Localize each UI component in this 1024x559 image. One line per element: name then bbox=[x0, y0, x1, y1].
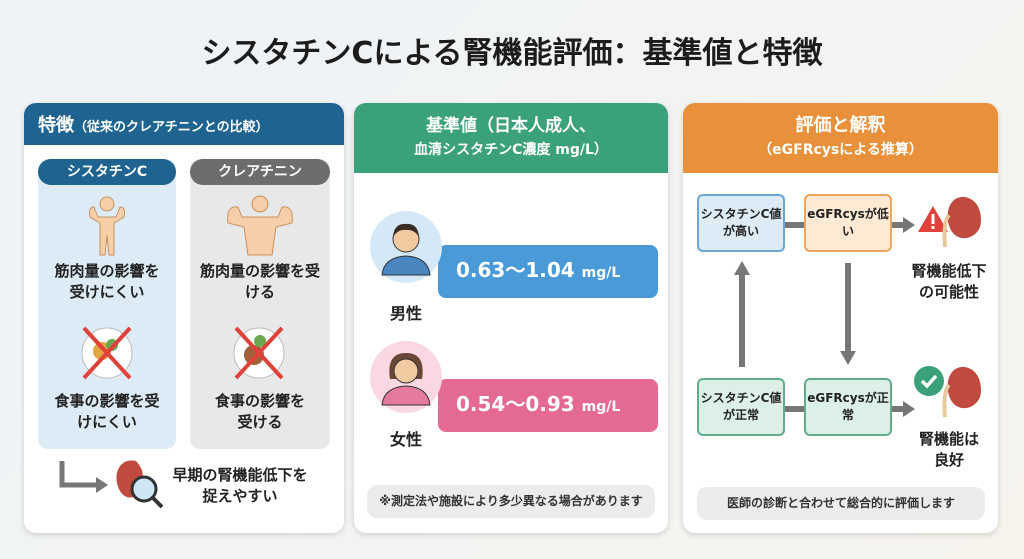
creatinine-muscle-text: 筋肉量の影響を受ける bbox=[200, 262, 321, 301]
conclusion-text: 早期の腎機能低下を捉えやすい bbox=[172, 466, 308, 505]
female-avatar-icon bbox=[370, 341, 442, 413]
good-text: 腎機能は良好 bbox=[919, 430, 980, 469]
male-range: 0.63〜1.04 bbox=[456, 258, 575, 282]
connector bbox=[783, 222, 805, 228]
features-heading: 特徴 bbox=[38, 115, 74, 136]
cystatin-diet-text: 食事の影響を受けにくい bbox=[54, 392, 160, 431]
arrow-right-head bbox=[903, 217, 915, 233]
muscular-body-icon bbox=[227, 195, 293, 256]
female-range: 0.54〜0.93 bbox=[456, 392, 575, 416]
male-unit: mg/L bbox=[581, 265, 621, 281]
evaluation-heading: 評価と解釈 bbox=[795, 115, 886, 136]
reference-heading-line2: 血清シスタチンC濃度 mg/L） bbox=[414, 142, 608, 158]
features-heading-sub: （従来のクレアチニンとの比較） bbox=[74, 120, 269, 135]
creatinine-label: クレアチニン bbox=[190, 159, 330, 185]
evaluation-panel: 評価と解釈 （eGFRcysによる推算） シスタチンC値が高い eGFRcysが… bbox=[683, 103, 998, 533]
cystatin-label: シスタチンC bbox=[38, 159, 176, 185]
cystatin-muscle-text: 筋肉量の影響を受けにくい bbox=[54, 262, 160, 301]
arrow-down bbox=[845, 263, 851, 353]
kidney-icon bbox=[942, 366, 981, 418]
female-range-bar: 0.54〜0.93 mg/L bbox=[438, 379, 658, 432]
elbow-arrow-icon bbox=[59, 461, 108, 493]
arrow-right bbox=[891, 222, 905, 228]
slim-body-icon bbox=[89, 196, 125, 256]
creatinine-diet-text: 食事の影響を受ける bbox=[214, 392, 305, 431]
evaluation-header: 評価と解釈 （eGFRcysによる推算） bbox=[683, 103, 998, 173]
reference-panel: 基準値（日本人成人、 血清シスタチンC濃度 mg/L） 0.63〜1.04 mg… bbox=[354, 103, 668, 533]
arrow-down-head bbox=[840, 351, 856, 365]
low-egfr-box: eGFRcysが低い bbox=[804, 194, 892, 252]
connector bbox=[783, 406, 805, 412]
page-title: シスタチンCによる腎機能評価：基準値と特徴 bbox=[201, 36, 823, 71]
features-panel: 特徴（従来のクレアチニンとの比較） シスタチンC クレアチニン 筋肉量の影響を受… bbox=[24, 103, 344, 533]
normal-egfr-box: eGFRcysが正常 bbox=[804, 378, 892, 436]
decline-text: 腎機能低下の可能性 bbox=[911, 262, 987, 301]
evaluation-heading-sub: （eGFRcysによる推算） bbox=[758, 142, 923, 158]
arrow-up-head bbox=[734, 261, 750, 275]
kidney-icon bbox=[942, 196, 981, 248]
crossed-meal-icon bbox=[81, 326, 133, 380]
female-unit: mg/L bbox=[581, 399, 621, 415]
kidney-magnifier-icon bbox=[116, 460, 164, 509]
high-cystatin-box: シスタチンC値が高い bbox=[697, 194, 785, 252]
check-icon bbox=[914, 366, 944, 396]
reference-heading-line1: 基準値（日本人成人、 bbox=[426, 116, 596, 136]
male-label: 男性 bbox=[389, 304, 422, 323]
arrow-up bbox=[739, 275, 745, 367]
features-header: 特徴（従来のクレアチニンとの比較） bbox=[24, 103, 344, 145]
normal-cystatin-box: シスタチンC値が正常 bbox=[697, 378, 785, 436]
arrow-right bbox=[891, 406, 905, 412]
male-avatar-icon bbox=[370, 211, 442, 283]
crossed-meal-icon bbox=[233, 326, 285, 380]
reference-note: ※測定法や施設により多少異なる場合があります bbox=[367, 485, 655, 518]
male-range-bar: 0.63〜1.04 mg/L bbox=[438, 245, 658, 298]
arrow-right-head bbox=[903, 401, 915, 417]
warning-icon bbox=[918, 206, 948, 232]
reference-header: 基準値（日本人成人、 血清シスタチンC濃度 mg/L） bbox=[354, 103, 668, 173]
evaluation-note: 医師の診断と合わせて総合的に評価します bbox=[697, 487, 985, 520]
female-label: 女性 bbox=[389, 430, 422, 449]
